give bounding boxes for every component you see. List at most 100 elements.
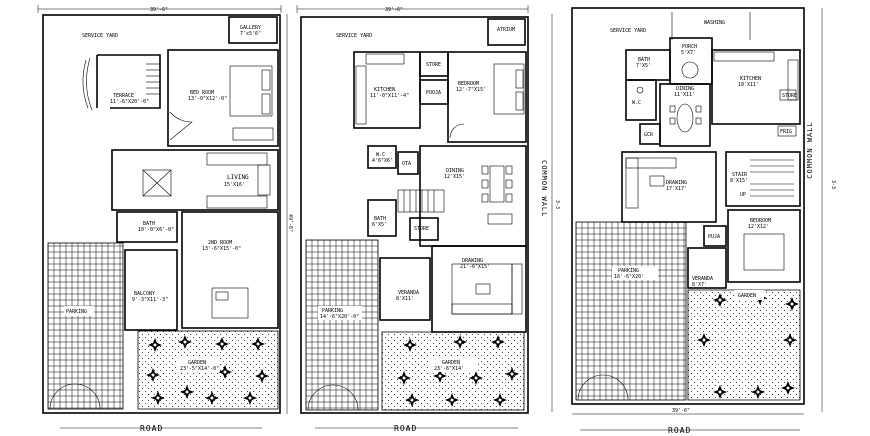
plan-2-outline	[300, 16, 529, 414]
plan-3-up-label: UP	[740, 192, 746, 198]
plan-1-bath-size: 10'-0"X6'-0"	[138, 227, 174, 233]
plan-2-garden-size: 23'-6"X14'	[434, 366, 464, 372]
plan-3-dining	[659, 83, 711, 147]
plan-3-parking-label: PARKING	[618, 268, 639, 274]
plan-1-gallery-size: 7'x5'6"	[240, 31, 261, 37]
plan-2-bath-size: 6'X5'	[372, 222, 387, 228]
plan-3-bedroom-size: 12'X12'	[748, 224, 769, 230]
plan-3-width-dimension: 39'-6"	[672, 408, 690, 414]
plan-2: 39'-6" 3-3 COMMON WALL SERVICE YARD ATRI…	[296, 5, 560, 433]
plan-2-ota-label: OTA	[402, 161, 411, 167]
plan-1-gallery-label: GALLERY	[240, 25, 261, 31]
plan-2-kitchen-size: 11'-0"X11'-4"	[370, 93, 409, 99]
plan-3-porch-label: PORCH	[682, 44, 697, 50]
plan-3-road-label: ROAD	[668, 426, 691, 435]
plan-3-washing-label: WASHING	[704, 20, 725, 26]
plan-2-ota	[397, 151, 419, 175]
plan-3-outline	[571, 7, 805, 405]
plan-3-frig-label: FRIG	[780, 129, 792, 135]
plan-1-gallery	[228, 16, 278, 44]
plan-1-balcony-label: BALCONY	[134, 291, 155, 297]
plan-1-outline	[42, 14, 281, 414]
plan-1-terrace-walls	[96, 54, 161, 109]
plan-3-gcr	[639, 123, 661, 145]
plan-2-pooja-label: POOJA	[426, 90, 441, 96]
plan-1-balcony-size: 9'-3"X11'-3"	[132, 297, 168, 303]
plan-1-terrace-size: 11'-6"X20'-0"	[110, 99, 149, 105]
plan-2-parking	[305, 239, 379, 411]
plan-2-parking-size: 14'-6"X20'-0"	[320, 314, 359, 320]
plan-1-garden-size: 23'-5"X14'-0"	[180, 366, 219, 372]
plan-1-garden-label: GARDEN	[188, 360, 206, 366]
plan-3-stair	[725, 151, 801, 207]
plan-1-living-size: 15'X16'	[224, 182, 245, 188]
plan-3-kitchen-size: 10'X11'	[738, 82, 759, 88]
plan-1-bedroom2-size: 13'-6"X15'-0"	[202, 246, 241, 252]
plan-3-veranda-size: 8'X7'	[692, 282, 707, 288]
plan-2-road-label: ROAD	[394, 424, 417, 433]
plan-2-bedroom	[447, 51, 527, 143]
plan-2-drawing-size: 21'-6"X15'	[460, 264, 490, 270]
plan-3-bedroom-label: BEDROOM	[750, 218, 771, 224]
plan-3-section-label: 3-3	[830, 180, 836, 189]
plan-1-service-yard-label: SERVICE YARD	[82, 33, 118, 39]
plan-2-store-label: STORE	[426, 62, 441, 68]
plan-3-bedroom	[727, 209, 801, 283]
plan-1-living	[111, 149, 279, 211]
plan-3-kitchen-label: KITCHEN	[740, 76, 761, 82]
plan-3-parking	[575, 221, 687, 401]
plan-3-garden-label: GARDEN	[738, 293, 756, 299]
plan-3-porch-size: 5'X7'	[681, 50, 696, 56]
plan-3-dining-size: 11'X11'	[674, 92, 695, 98]
plan-2-store-2	[409, 217, 439, 241]
plan-2-dining-label: DINING	[446, 168, 464, 174]
plan-2-atrium-label: ATRIUM	[497, 27, 515, 33]
plan-2-parking-label: PARKING	[322, 308, 343, 314]
plan-1-bedroom2-label: 2ND ROOM	[208, 240, 232, 246]
plan-1-bath-label: BATH	[143, 221, 155, 227]
plan-3-stair-size: 8'X15'	[730, 178, 748, 184]
plan-2-bath-label: BATH	[374, 216, 386, 222]
plan-2-common-wall-label: COMMON WALL	[540, 160, 548, 217]
plan-2-store-2-label: STORE	[414, 226, 429, 232]
plan-3-bath-label: BATH	[638, 57, 650, 63]
plan-1-bath	[116, 211, 178, 243]
plan-1-balcony	[124, 249, 178, 331]
plan-3-drawing-size: 17'X17'	[666, 186, 687, 192]
plan-3-veranda	[687, 247, 727, 289]
plan-2-kitchen-label: KITCHEN	[374, 87, 395, 93]
plan-2-garden-label: GARDEN	[442, 360, 460, 366]
plan-1-bedroom-label: BED ROOM	[190, 90, 214, 96]
plan-2-bedroom-size: 12'-7"X15'	[456, 87, 486, 93]
plan-1-road-label: ROAD	[140, 424, 163, 433]
plan-3-gcr-label: GCR	[644, 132, 654, 138]
plan-3-veranda-label: VERANDA	[692, 276, 713, 282]
plan-3-common-wall-label: COMMON WALL	[806, 121, 814, 178]
plan-2-veranda	[379, 257, 431, 321]
plan-3-stair-label: STAIR	[732, 172, 748, 178]
plan-3-parking-size: 16'-6"X20'	[614, 274, 644, 280]
plan-3-puja	[703, 225, 727, 247]
plan-2-dining-size: 12'X15'	[444, 174, 465, 180]
plan-3: COMMON WALL 3-3 SERVICE YARD WASHING BAT…	[571, 7, 836, 435]
plan-2-atrium	[487, 18, 526, 46]
plan-2-wc-label: W.C	[376, 152, 385, 158]
plan-1-terrace-label: TERRACE	[113, 93, 134, 99]
plan-2-bath	[367, 199, 397, 237]
plan-1-living-label: LIVING	[227, 174, 249, 181]
plan-2-service-yard-label: SERVICE YARD	[336, 33, 372, 39]
plan-2-wc	[367, 145, 397, 169]
plan-3-service-yard-label: SERVICE YARD	[610, 28, 646, 34]
plan-1: 39'-6" 49'-6" SERVICE YARD GALLERY 7'x5'…	[37, 5, 293, 433]
plan-1-bedroom-size: 13'-0"X12'-0"	[188, 96, 227, 102]
plan-3-bath-size: 7'X5'	[636, 63, 651, 69]
plan-3-kitchen	[711, 49, 801, 125]
plan-2-bedroom-label: BEDROOM	[458, 81, 479, 87]
plan-3-store-label: STORE	[782, 93, 797, 99]
plan-2-section-label: 3-3	[554, 200, 560, 209]
plan-2-wc-size: 4'6"X6'	[372, 158, 393, 164]
plan-2-width-dimension: 39'-6"	[385, 7, 403, 13]
plan-3-wc	[625, 79, 657, 121]
plan-2-veranda-label: VERANDA	[398, 290, 419, 296]
